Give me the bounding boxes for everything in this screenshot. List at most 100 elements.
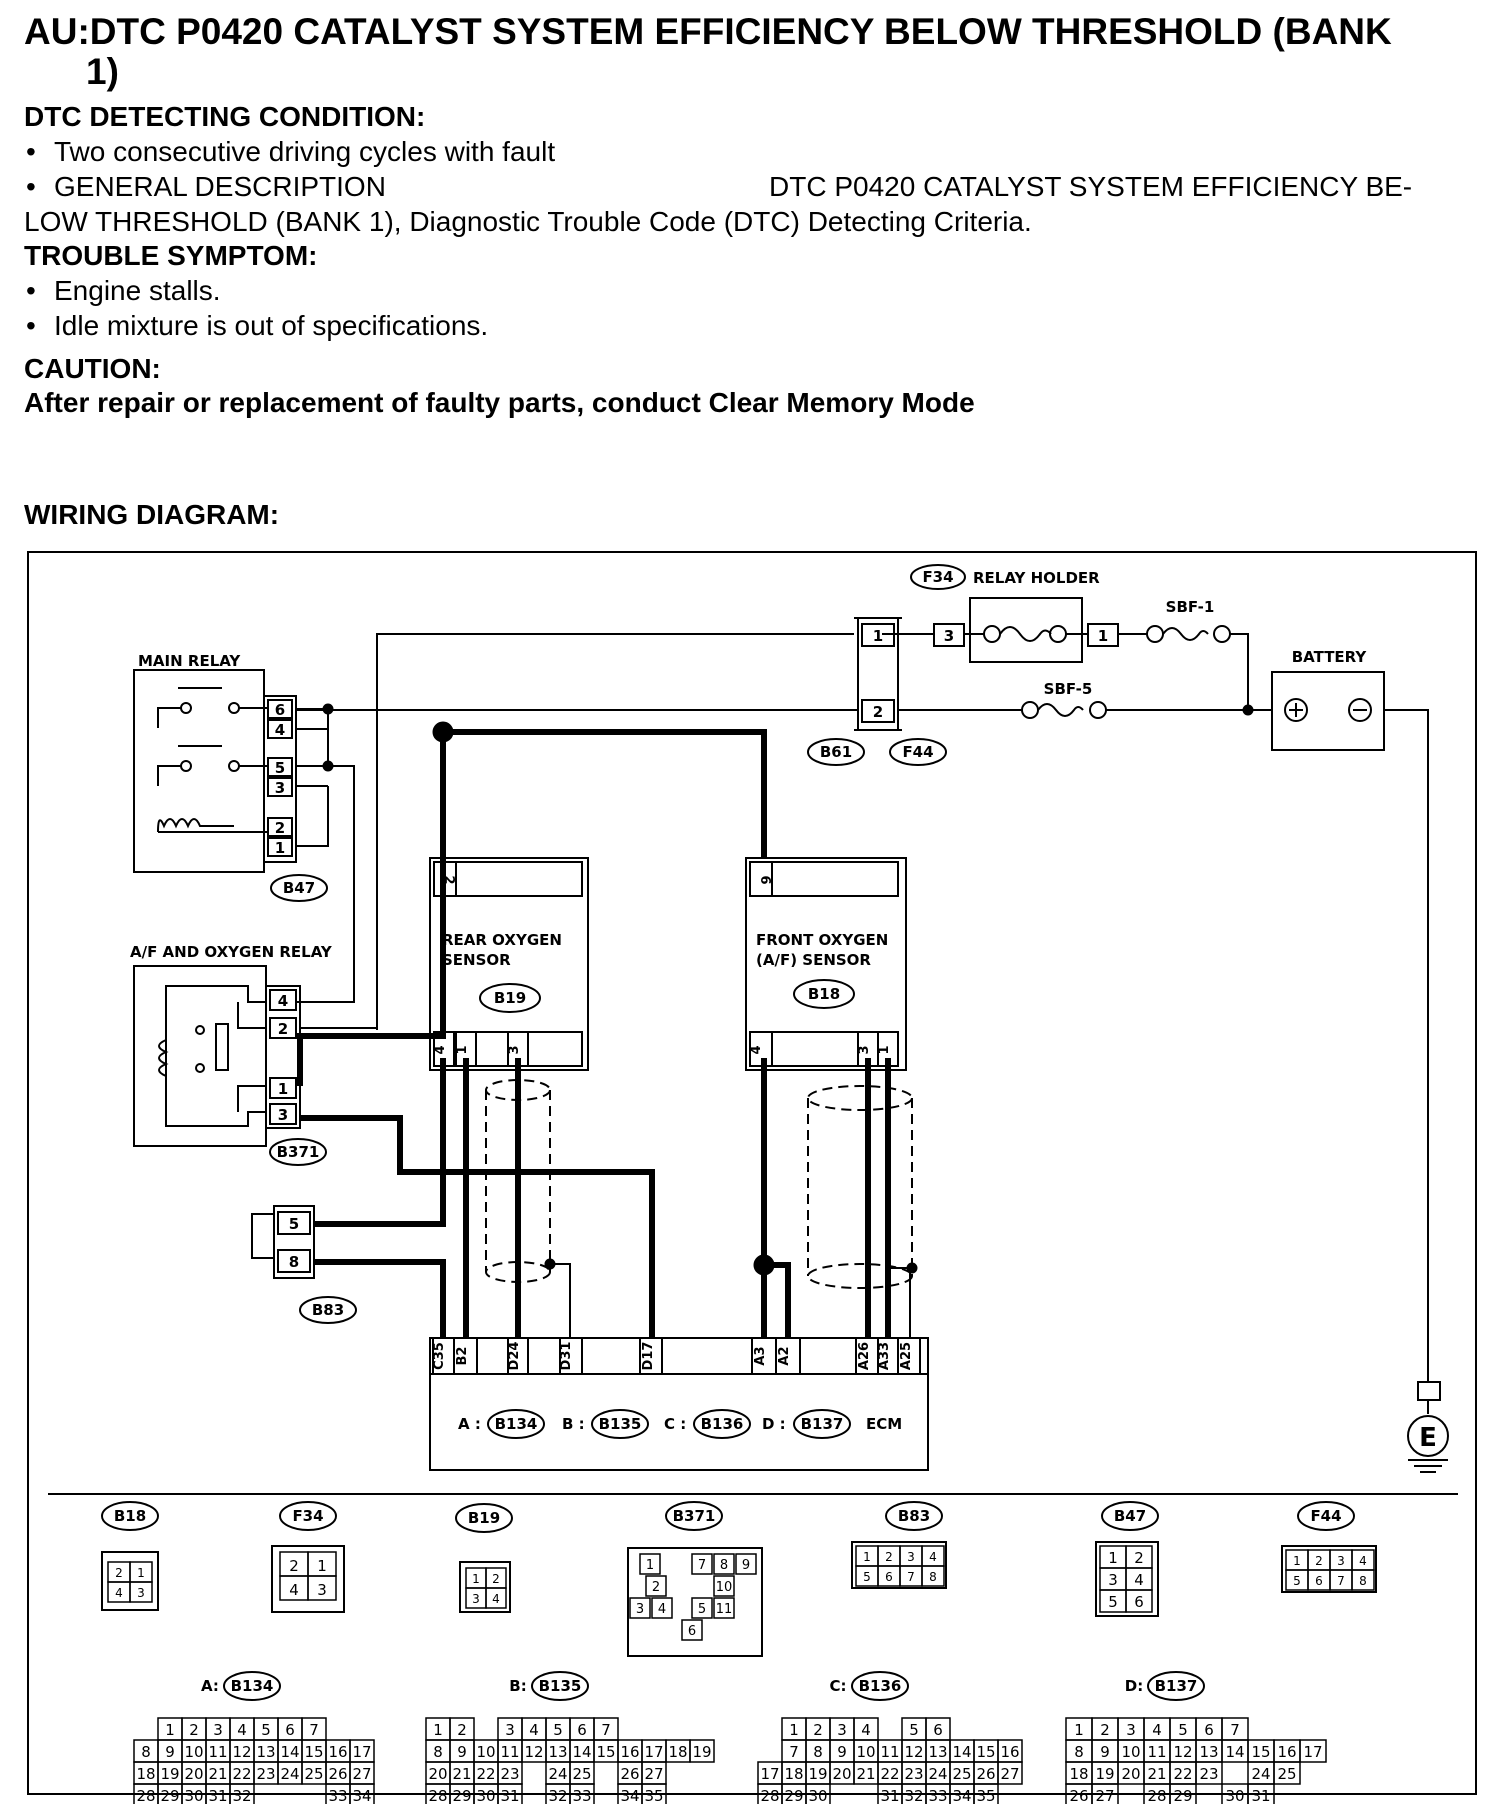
connector-tag-b18	[101, 1501, 159, 1531]
pin-label: 2	[278, 1020, 288, 1038]
pin-number: 31	[880, 1787, 899, 1804]
connector-tag-b135	[531, 1671, 589, 1701]
pin-number: 28	[1147, 1787, 1166, 1804]
pin-number: 20	[832, 1765, 851, 1783]
pin-number: 34	[620, 1787, 639, 1804]
pin-label: 6	[275, 701, 285, 719]
pin-number: 1	[646, 1558, 654, 1573]
pin-number: 33	[928, 1787, 947, 1804]
connector-code: B47	[283, 879, 315, 897]
pin-number: 7	[309, 1721, 319, 1739]
pin-number: 6	[933, 1721, 943, 1739]
connector-code: B371	[277, 1143, 320, 1161]
pin-number: 5	[1178, 1721, 1188, 1739]
pin-label: 6	[757, 875, 772, 884]
pin-label: 2	[873, 703, 883, 721]
pin-number: 30	[476, 1787, 495, 1804]
pin-label: 4	[433, 1045, 448, 1054]
pin-number: 16	[328, 1743, 347, 1761]
pin-number: 14	[572, 1743, 591, 1761]
ecm-terminal: D17	[641, 1342, 656, 1371]
pin-number: 7	[907, 1570, 915, 1584]
general-description-link[interactable]: DTC P0420 CATALYST SYSTEM EFFICIENCY BE-	[769, 171, 1413, 202]
pin-number: 21	[1147, 1765, 1166, 1783]
connector-body	[459, 1561, 511, 1613]
wire	[376, 633, 854, 1030]
pin-number: 1	[789, 1721, 799, 1739]
pin-number: 12	[1173, 1743, 1192, 1761]
connector-body	[1095, 1541, 1159, 1617]
fuse-terminal	[1213, 625, 1231, 643]
connector-prefix: B:	[509, 1677, 526, 1695]
connector-tag-b135	[591, 1409, 649, 1439]
pin-number: 24	[928, 1765, 947, 1783]
pin-number: 26	[328, 1765, 347, 1783]
pin-number: 4	[529, 1721, 539, 1739]
pin-number: 34	[952, 1787, 971, 1804]
pin-number: 27	[352, 1765, 371, 1783]
pin-number: 3	[1337, 1554, 1345, 1568]
pin-number: 18	[784, 1765, 803, 1783]
pin-number: 31	[500, 1787, 519, 1804]
af-relay-box	[133, 965, 267, 1147]
pin-number: 23	[500, 1765, 519, 1783]
connector-prefix: A:	[201, 1677, 219, 1695]
pin-number: 3	[213, 1721, 223, 1739]
pin-number: 10	[184, 1743, 203, 1761]
pin-number: 31	[208, 1787, 227, 1804]
connector-prefix: C:	[829, 1677, 846, 1695]
pin-number: 30	[1225, 1787, 1244, 1804]
pin-number: 6	[1315, 1574, 1323, 1588]
connector-body	[101, 1551, 159, 1611]
pin-number: 16	[1000, 1743, 1019, 1761]
pin-number: 32	[232, 1787, 251, 1804]
connector-tag-b134	[487, 1409, 545, 1439]
pin-number: 19	[1095, 1765, 1114, 1783]
pin-number: 3	[636, 1602, 644, 1617]
pin-number: 11	[500, 1743, 519, 1761]
general-description-link-cont[interactable]: LOW THRESHOLD (BANK 1), Diagnostic Troub…	[24, 206, 1032, 237]
pin-number: 8	[813, 1743, 823, 1761]
shield-drain-wire	[550, 1263, 571, 1338]
pin-number: 22	[1173, 1765, 1192, 1783]
splice	[1242, 704, 1254, 716]
ecm-connector-prefix: B :	[562, 1415, 585, 1433]
pin-number: 23	[904, 1765, 923, 1783]
pin-number: 19	[160, 1765, 179, 1783]
connector-code: B47	[1114, 1507, 1146, 1525]
pin-number: 9	[742, 1558, 750, 1573]
rear-oxygen-sensor	[429, 857, 589, 1071]
pin-number: 17	[352, 1743, 371, 1761]
splice	[753, 1254, 775, 1276]
diagram-frame	[27, 551, 1477, 1795]
fuse-label-sbf1: SBF-1	[1166, 598, 1215, 616]
fuse-terminal	[1049, 625, 1067, 643]
pin-number: 10	[1121, 1743, 1140, 1761]
pin-number: 2	[457, 1721, 467, 1739]
connector-code: B134	[495, 1415, 538, 1433]
pin-number: 12	[904, 1743, 923, 1761]
pin-box	[861, 623, 895, 647]
pin-label: 4	[278, 992, 288, 1010]
sensor-label: REAR OXYGEN	[442, 931, 562, 949]
pin-number: 19	[808, 1765, 827, 1783]
connector-tag-b371	[269, 1138, 327, 1166]
connector-tag-b134	[223, 1671, 281, 1701]
connector-code: B136	[859, 1677, 902, 1695]
pin-label: 8	[289, 1253, 299, 1271]
pin-box	[861, 699, 895, 723]
pin-number: 23	[256, 1765, 275, 1783]
pin-number: 3	[472, 1592, 480, 1606]
pin-number: 1	[1108, 1549, 1118, 1567]
pin-number: 3	[1126, 1721, 1136, 1739]
pin-number: 4	[1134, 1571, 1144, 1589]
pin-label: 1	[877, 1045, 892, 1054]
pin-label: 4	[275, 721, 285, 739]
detecting-heading: DTC DETECTING CONDITION:	[24, 101, 426, 132]
sensor-label: FRONT OXYGEN	[756, 931, 888, 949]
pin-number: 11	[208, 1743, 227, 1761]
connector-tag-b136	[693, 1409, 751, 1439]
